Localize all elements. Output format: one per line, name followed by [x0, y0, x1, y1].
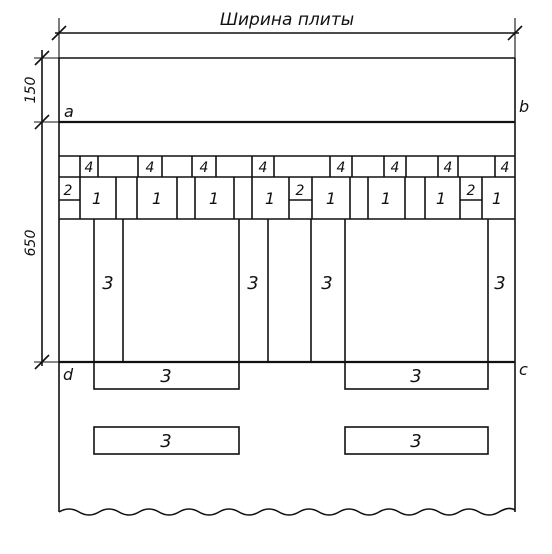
height-dimensions: 150 650 [23, 50, 60, 370]
mark-1: 1 [492, 189, 502, 208]
mark-2: 2 [467, 183, 476, 199]
mark-3: 3 [410, 366, 421, 387]
slab-outline [58, 57, 516, 516]
mark-4: 4 [391, 160, 400, 176]
mark-1: 1 [436, 189, 446, 208]
width-caption: Ширина плиты [220, 10, 354, 30]
mark-3: 3 [321, 273, 332, 294]
mark-1: 1 [326, 189, 336, 208]
row-1-2-elements: 2 2 2 1 1 1 1 1 1 1 1 [59, 177, 502, 219]
dimension-650: 650 [23, 230, 39, 257]
mark-1: 1 [209, 189, 219, 208]
mark-2: 2 [296, 183, 305, 199]
corner-label-b: b [519, 97, 529, 116]
lower-zone-elements: 3 3 3 3 3 3 3 3 [93, 219, 506, 455]
mark-3: 3 [160, 431, 171, 452]
break-line [58, 507, 516, 516]
mark-1: 1 [92, 189, 102, 208]
mark-4: 4 [501, 160, 510, 176]
row-4-elements: 4 4 4 4 4 4 4 4 [79, 156, 510, 177]
mark-4: 4 [259, 160, 268, 176]
corner-label-a: a [64, 102, 74, 121]
mark-4: 4 [337, 160, 346, 176]
mark-4: 4 [444, 160, 453, 176]
corner-label-d: d [63, 365, 74, 384]
mark-3: 3 [102, 273, 113, 294]
mark-4: 4 [146, 160, 155, 176]
corner-label-c: c [519, 360, 528, 379]
mark-3: 3 [247, 273, 258, 294]
mark-1: 1 [381, 189, 391, 208]
mark-4: 4 [85, 160, 94, 176]
mark-3: 3 [160, 366, 171, 387]
mark-1: 1 [265, 189, 275, 208]
mark-1: 1 [152, 189, 162, 208]
mark-4: 4 [200, 160, 209, 176]
width-dimension: Ширина плиты [51, 10, 523, 58]
mark-3: 3 [494, 273, 505, 294]
dimension-150: 150 [23, 77, 39, 104]
mark-3: 3 [410, 431, 421, 452]
mark-2: 2 [64, 183, 73, 199]
